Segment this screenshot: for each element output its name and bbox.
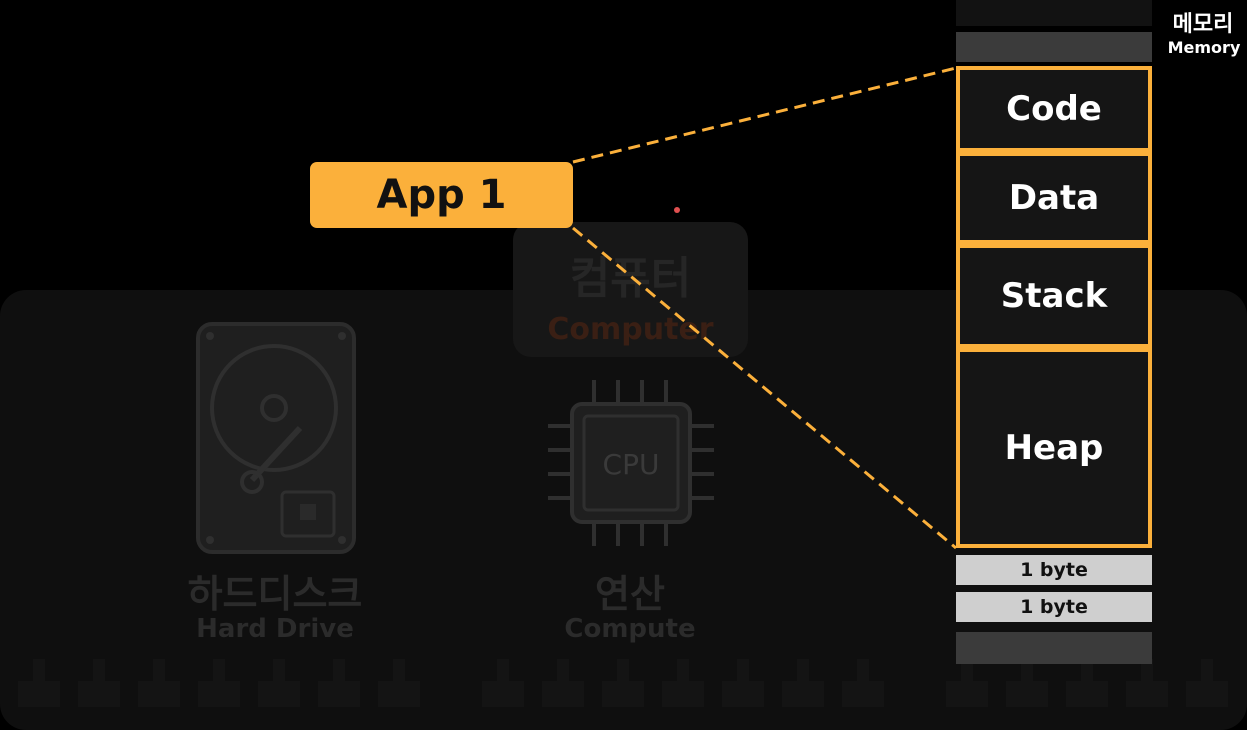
connector-pin xyxy=(378,659,420,707)
dashed-line-top xyxy=(572,66,957,164)
memory-byte-cell: 1 byte xyxy=(956,592,1152,622)
hard-drive-icon xyxy=(196,322,356,554)
memory-label-en: Memory xyxy=(1167,38,1241,57)
cpu-chip-icon: CPU xyxy=(548,380,714,546)
connector-pin xyxy=(482,659,524,707)
cpu-label-en: Compute xyxy=(564,614,696,644)
connector-pin xyxy=(18,659,60,707)
connector-pin xyxy=(258,659,300,707)
memory-segment-data: Data xyxy=(956,152,1152,244)
connector-pin xyxy=(318,659,360,707)
connector-pin xyxy=(138,659,180,707)
connector-pin xyxy=(1006,659,1048,707)
memory-byte-cell: 1 byte xyxy=(956,555,1152,585)
app-1-box: App 1 xyxy=(310,162,573,228)
memory-cell xyxy=(956,32,1152,62)
hard-drive-label-en: Hard Drive xyxy=(196,614,354,644)
connector-pin xyxy=(662,659,704,707)
memory-cell xyxy=(956,632,1152,664)
memory-segment-code: Code xyxy=(956,66,1152,152)
connector-pin xyxy=(198,659,240,707)
connector-pin xyxy=(1186,659,1228,707)
connector-pin xyxy=(542,659,584,707)
computer-title-en: Computer xyxy=(547,312,714,347)
connector-pin xyxy=(1126,659,1168,707)
connector-pin xyxy=(1066,659,1108,707)
hard-drive-label-ko: 하드디스크 xyxy=(187,572,363,616)
memory-cell xyxy=(956,0,1152,26)
connector-pin xyxy=(782,659,824,707)
memory-segment-heap: Heap xyxy=(956,348,1152,548)
cpu-label-ko: 연산 xyxy=(595,572,665,616)
memory-label-ko: 메모리 xyxy=(1172,12,1234,37)
computer-title-ko: 컴퓨터 xyxy=(569,253,692,304)
connector-pin xyxy=(78,659,120,707)
mouse-cursor xyxy=(674,207,680,213)
cpu-chip-text: CPU xyxy=(603,448,660,481)
connector-pin xyxy=(722,659,764,707)
connector-pin xyxy=(946,659,988,707)
memory-segment-stack: Stack xyxy=(956,244,1152,348)
connector-pin xyxy=(842,659,884,707)
connector-pin xyxy=(602,659,644,707)
